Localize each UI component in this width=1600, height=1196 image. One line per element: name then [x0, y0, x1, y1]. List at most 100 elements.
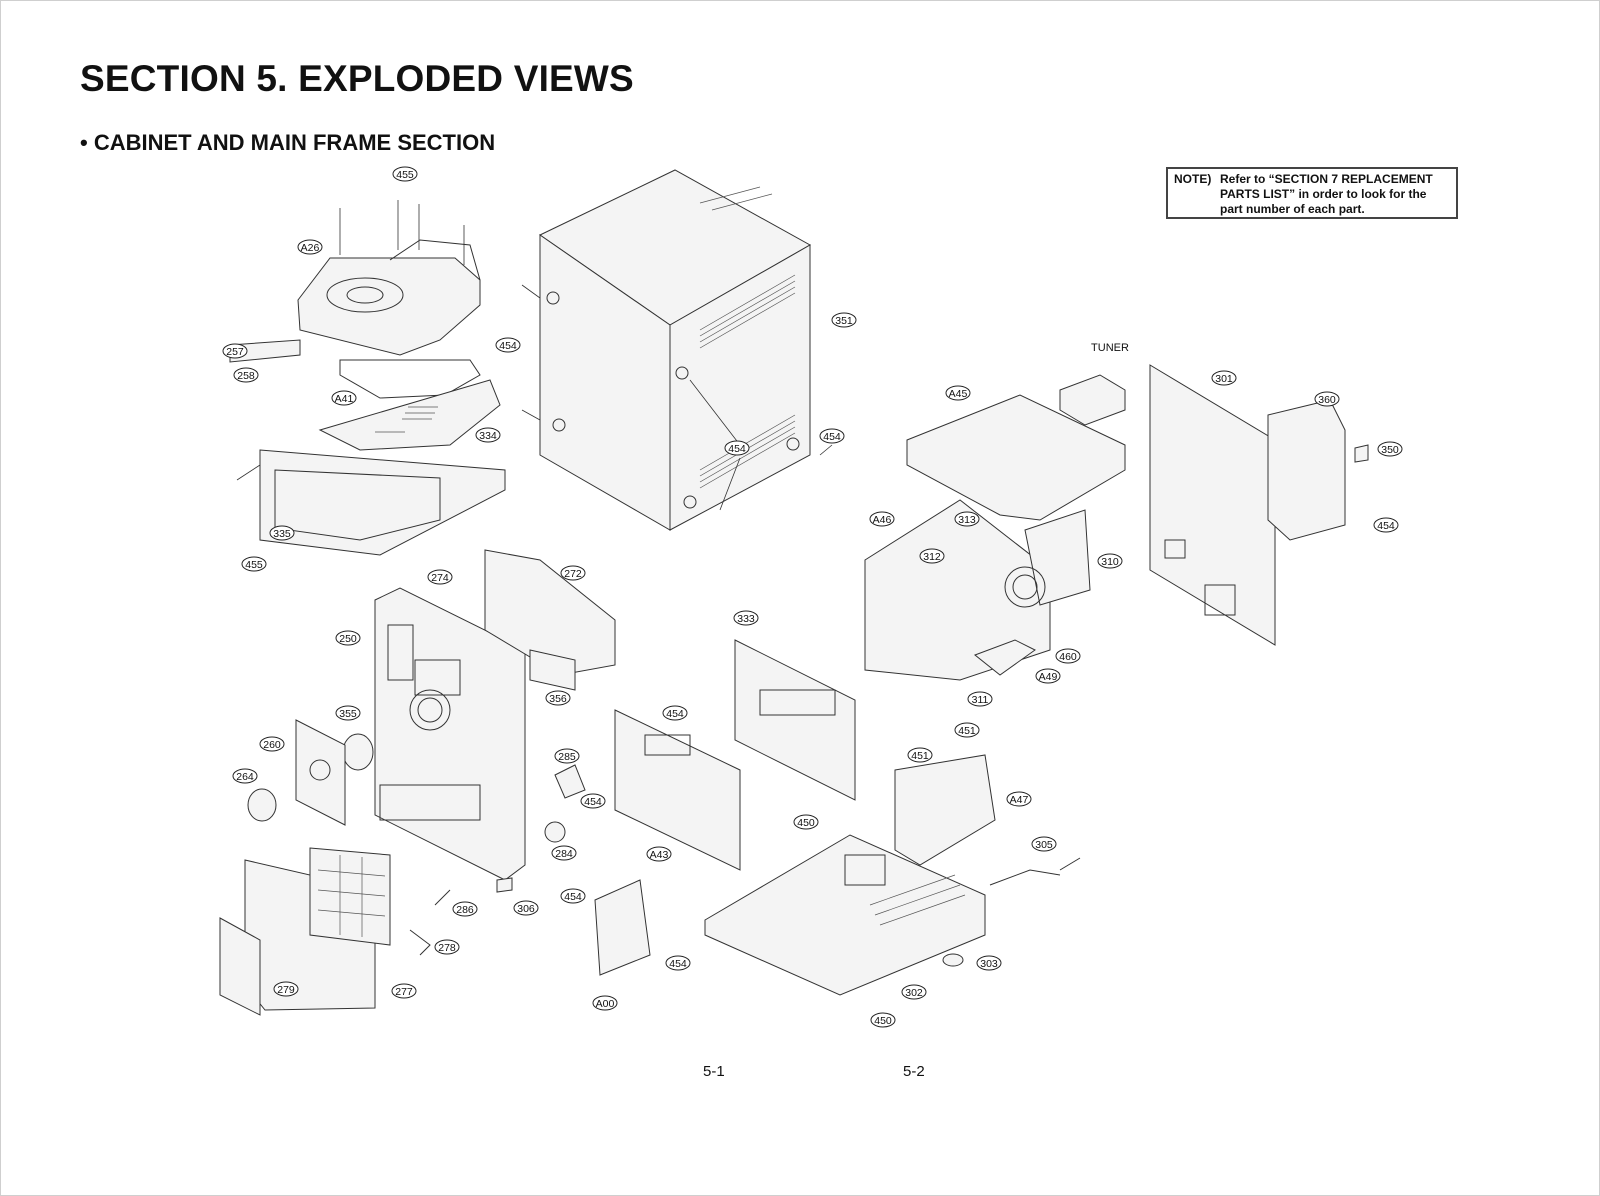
callout-355: 355 — [335, 705, 361, 721]
svg-text:351: 351 — [835, 315, 853, 327]
callout-335: 335 — [269, 525, 295, 541]
svg-text:455: 455 — [245, 559, 263, 571]
callout-313: 313 — [954, 511, 980, 527]
callout-A43: A43 — [646, 846, 672, 862]
svg-text:305: 305 — [1035, 839, 1053, 851]
svg-text:258: 258 — [237, 370, 255, 382]
callout-302: 302 — [901, 984, 927, 1000]
svg-text:272: 272 — [564, 568, 582, 580]
callout-351: 351 — [831, 312, 857, 328]
callout-257: 257 — [222, 343, 248, 359]
callout-301: 301 — [1211, 370, 1237, 386]
svg-text:310: 310 — [1101, 556, 1119, 568]
note-lead: NOTE) — [1174, 172, 1212, 186]
callout-306: 306 — [513, 900, 539, 916]
svg-text:451: 451 — [911, 750, 929, 762]
callout-454-lower-top: 454 — [560, 888, 586, 904]
page-number-right: 5-2 — [903, 1063, 925, 1080]
svg-text:450: 450 — [797, 817, 815, 829]
callout-272: 272 — [560, 565, 586, 581]
svg-text:260: 260 — [263, 739, 281, 751]
callout-311: 311 — [967, 691, 993, 707]
main-board-drawing — [864, 364, 1369, 681]
callout-460: 460 — [1055, 648, 1081, 664]
callout-264: 264 — [232, 768, 258, 784]
svg-text:334: 334 — [479, 430, 497, 442]
callout-454-cabinet-left: 454 — [495, 337, 521, 353]
svg-text:312: 312 — [923, 551, 941, 563]
svg-text:313: 313 — [958, 514, 976, 526]
svg-text:356: 356 — [549, 693, 567, 705]
callout-454-front: 454 — [580, 793, 606, 809]
svg-text:455: 455 — [396, 169, 414, 181]
svg-text:355: 355 — [339, 708, 357, 720]
callout-454-display: 454 — [662, 705, 688, 721]
svg-text:264: 264 — [236, 771, 254, 783]
svg-text:257: 257 — [226, 346, 244, 358]
svg-text:302: 302 — [905, 987, 923, 999]
svg-text:454: 454 — [728, 443, 746, 455]
svg-text:A26: A26 — [301, 242, 320, 254]
svg-text:454: 454 — [669, 958, 687, 970]
svg-text:TUNER: TUNER — [1091, 342, 1129, 354]
label-tuner: TUNER — [1091, 342, 1129, 354]
svg-text:333: 333 — [737, 613, 755, 625]
callout-277: 277 — [391, 983, 417, 999]
svg-text:311: 311 — [972, 694, 989, 706]
svg-text:454: 454 — [564, 891, 582, 903]
callout-333: 333 — [733, 610, 759, 626]
callout-451-left: 451 — [907, 747, 933, 763]
callout-455-top: 455 — [392, 166, 418, 182]
callout-A26: A26 — [297, 239, 323, 255]
svg-text:A00: A00 — [596, 998, 615, 1010]
note-text: Refer to “SECTION 7 REPLACEMENT PARTS LI… — [1220, 172, 1433, 216]
callout-278: 278 — [434, 939, 460, 955]
callout-454-lower-right: 454 — [665, 955, 691, 971]
callout-454-cabinet-front: 454 — [724, 440, 750, 456]
callout-334: 334 — [475, 427, 501, 443]
svg-text:A45: A45 — [949, 388, 968, 400]
note-box: NOTE) Refer to “SECTION 7 REPLACEMENT PA… — [1166, 167, 1458, 219]
svg-text:454: 454 — [823, 431, 841, 443]
section-subtitle: • CABINET AND MAIN FRAME SECTION — [80, 130, 496, 155]
svg-text:286: 286 — [456, 904, 474, 916]
svg-text:335: 335 — [273, 528, 291, 540]
callout-260: 260 — [259, 736, 285, 752]
svg-text:A46: A46 — [873, 514, 892, 526]
svg-text:306: 306 — [517, 903, 535, 915]
page-title: SECTION 5. EXPLODED VIEWS — [80, 58, 634, 99]
callout-451-top: 451 — [954, 722, 980, 738]
callout-455-left: 455 — [241, 556, 267, 572]
callout-454-cabinet-right: 454 — [819, 428, 845, 444]
callout-310: 310 — [1097, 553, 1123, 569]
display-board-drawing — [594, 639, 1081, 996]
svg-text:454: 454 — [1377, 520, 1395, 532]
callout-303: 303 — [976, 955, 1002, 971]
cabinet-drawing — [521, 169, 833, 531]
svg-text:277: 277 — [395, 986, 413, 998]
callout-A45: A45 — [945, 385, 971, 401]
svg-text:250: 250 — [339, 633, 357, 645]
callout-356: 356 — [545, 690, 571, 706]
callout-A00: A00 — [592, 995, 618, 1011]
callout-286: 286 — [452, 901, 478, 917]
svg-text:279: 279 — [277, 984, 295, 996]
callout-274: 274 — [427, 569, 453, 585]
svg-text:A43: A43 — [650, 849, 669, 861]
svg-text:454: 454 — [499, 340, 517, 352]
cd-mechanism-drawing — [229, 200, 506, 556]
svg-text:A49: A49 — [1039, 671, 1058, 683]
callout-A41: A41 — [331, 390, 357, 406]
svg-text:460: 460 — [1059, 651, 1077, 663]
cassette-door-drawing — [219, 847, 451, 1016]
svg-text:451: 451 — [958, 725, 976, 737]
callout-279: 279 — [273, 981, 299, 997]
callout-450-bottom: 450 — [870, 1012, 896, 1028]
svg-text:285: 285 — [558, 751, 576, 763]
callout-284: 284 — [551, 845, 577, 861]
callout-360: 360 — [1314, 391, 1340, 407]
svg-text:360: 360 — [1318, 394, 1336, 406]
callout-450-top: 450 — [793, 814, 819, 830]
svg-text:A47: A47 — [1010, 794, 1029, 806]
